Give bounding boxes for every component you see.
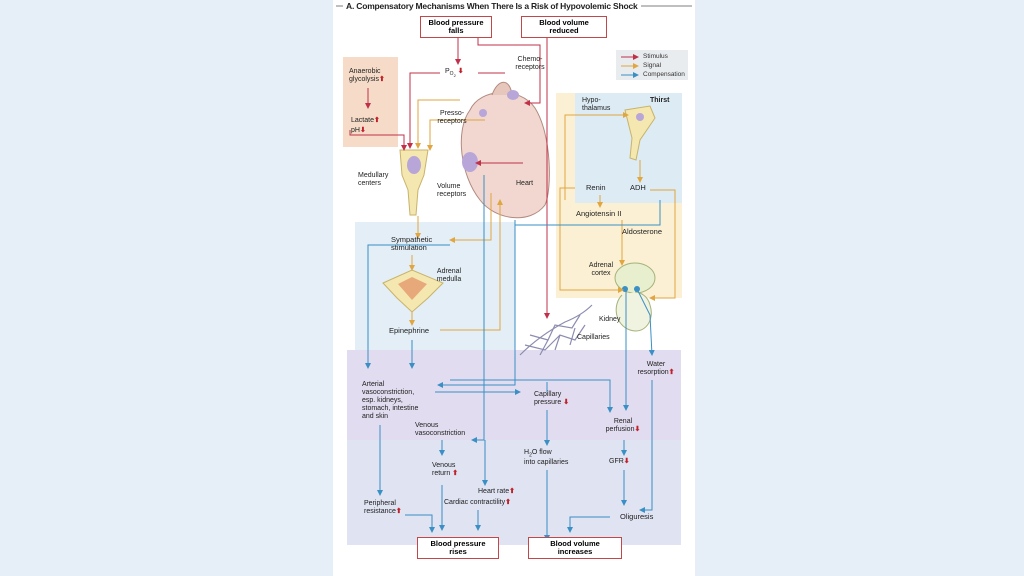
epinephrine-label: Epinephrine — [389, 326, 430, 335]
capillary-pressure-label: Capillary pressure ⬇ — [534, 391, 570, 406]
capillaries-label: Capillaries — [577, 334, 610, 341]
bv-reduced-text: Blood volume reduced — [539, 18, 589, 35]
water-resorption-label: Water resorption⬆ — [637, 361, 675, 376]
adrenal-cortex-label: Adrenal cortex — [588, 262, 614, 277]
volume-receptors-label: Volume receptors — [437, 183, 467, 198]
oliguresis-label: Oliguresis — [620, 512, 654, 521]
medullary-centers-label: Medullary centers — [358, 172, 389, 187]
kidney-label: Kidney — [599, 316, 621, 323]
chemoreceptors-label: Chemo- receptors — [515, 56, 545, 71]
pressoreceptors-label: Presso- receptors — [437, 110, 467, 125]
heart-illustration — [460, 81, 550, 219]
lactate-label: Lactate⬆ — [351, 117, 380, 124]
legend-stimulus: Stimulus — [643, 53, 668, 60]
thirst-label: Thirst — [650, 97, 670, 104]
aldosterone-label: Aldosterone — [622, 227, 663, 236]
hypothalamus-label: Hypo- thalamus — [582, 97, 611, 112]
peripheral-resistance-label: Peripheral resistance⬆ — [364, 500, 402, 515]
venous-return-label: Venous return ⬆ — [432, 462, 459, 477]
legend-signal: Signal — [643, 62, 662, 69]
bp-rises-text: Blood pressure rises — [430, 539, 486, 556]
brainstem-illustration — [399, 149, 429, 216]
kidney-illustration — [614, 262, 656, 332]
adrenal-medulla-label: Adrenal medulla — [436, 268, 462, 283]
gfr-label: GFR⬇ — [609, 458, 630, 465]
sympathetic-label: Sympathetic stimulation — [391, 235, 433, 252]
bp-falls-text: Blood pressure falls — [428, 18, 484, 35]
box-blood-volume-increases: Blood volume increases — [528, 537, 622, 559]
anaerobic-label: Anaerobic glycolysis⬆ — [349, 68, 385, 83]
heart-rate-label: Heart rate⬆ — [478, 488, 515, 495]
arterial-vasoconstriction-label: Arterial vasoconstriction, esp. kidneys,… — [362, 381, 419, 420]
figure-title: A. Compensatory Mechanisms When There Is… — [343, 1, 641, 11]
panel-acidosis — [343, 57, 398, 147]
heart-label: Heart — [516, 180, 534, 187]
venous-vasoconstriction-label: Venous vasoconstriction — [415, 422, 466, 437]
legend-compensation: Compensation — [643, 71, 685, 78]
ph-label: pH⬇ — [351, 127, 366, 134]
renal-perfusion-label: Renal perfusion⬇ — [605, 418, 641, 433]
angiotensin-label: Angiotensin II — [576, 209, 622, 218]
cardiac-contractility-label: Cardiac contractility⬆ — [444, 499, 511, 506]
box-blood-pressure-rises: Blood pressure rises — [417, 537, 499, 559]
box-blood-pressure-falls: Blood pressure falls — [420, 16, 492, 38]
box-blood-volume-reduced: Blood volume reduced — [521, 16, 607, 38]
hypothalamus-illustration — [624, 105, 656, 161]
po2-label: PO2 ⬇ — [445, 68, 464, 79]
capillaries-illustration — [519, 304, 593, 356]
adh-label: ADH — [630, 183, 646, 192]
h2o-flow-label: H2O flow into capillaries — [524, 449, 569, 467]
renin-label: Renin — [586, 183, 606, 192]
bv-increases-text: Blood volume increases — [550, 539, 600, 556]
